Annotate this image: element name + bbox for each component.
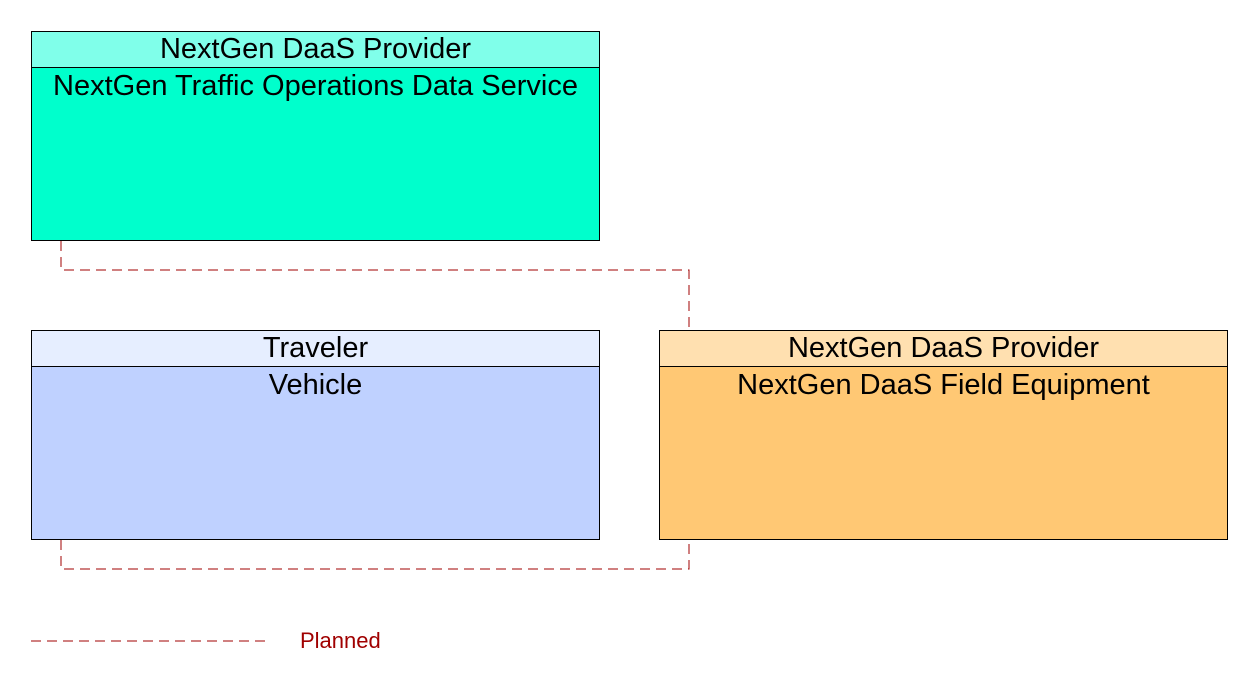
- edge-vehicle-to-field: [60, 540, 690, 570]
- node-name-label: NextGen Traffic Operations Data Service: [32, 68, 599, 240]
- node-name-label: NextGen DaaS Field Equipment: [660, 367, 1227, 539]
- node-name-label: Vehicle: [32, 367, 599, 539]
- node-group-label: NextGen DaaS Provider: [660, 331, 1227, 367]
- node-group-label: Traveler: [32, 331, 599, 367]
- node-group-label: NextGen DaaS Provider: [32, 32, 599, 68]
- legend-planned-label: Planned: [300, 628, 381, 653]
- node-traffic-operations-data-service: NextGen DaaS Provider NextGen Traffic Op…: [31, 31, 600, 241]
- node-daas-field-equipment: NextGen DaaS Provider NextGen DaaS Field…: [659, 330, 1228, 540]
- node-vehicle: Traveler Vehicle: [31, 330, 600, 540]
- edge-tods-to-field: [60, 241, 690, 330]
